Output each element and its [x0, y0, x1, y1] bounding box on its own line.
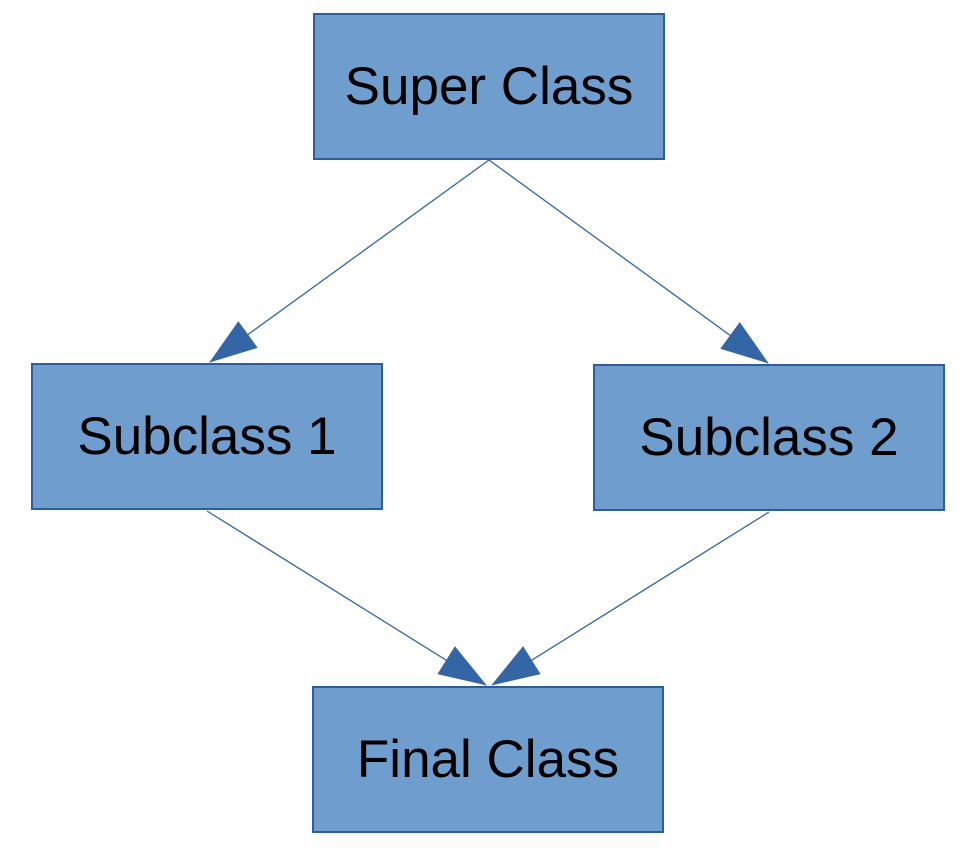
- node-final-class-label: Final Class: [356, 730, 620, 789]
- node-final-class: Final Class: [312, 686, 664, 833]
- edge-superclass-to-subclass2: [488, 159, 769, 364]
- edge-subclass1-to-finalclass: [206, 510, 487, 686]
- node-super-class: Super Class: [313, 13, 665, 160]
- node-super-class-label: Super Class: [344, 57, 634, 116]
- node-subclass-2: Subclass 2: [593, 364, 945, 511]
- node-subclass-1-label: Subclass 1: [77, 407, 337, 466]
- edge-superclass-to-subclass1: [209, 159, 490, 363]
- node-subclass-1: Subclass 1: [31, 363, 383, 510]
- node-subclass-2-label: Subclass 2: [639, 408, 899, 467]
- edge-subclass2-to-finalclass: [491, 511, 770, 686]
